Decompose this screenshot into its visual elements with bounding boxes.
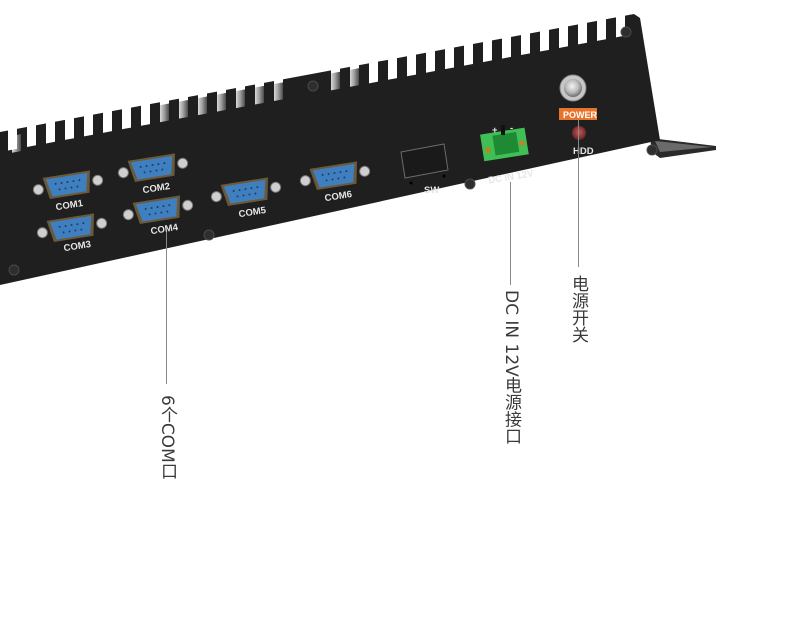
power-badge: POWER <box>559 108 598 120</box>
svg-text:-: - <box>510 123 513 134</box>
hdd-led <box>572 126 586 140</box>
fin-slot <box>426 53 435 73</box>
com-port-5[interactable] <box>210 176 283 209</box>
power-callout-line <box>578 120 579 267</box>
sw-cutout: SW <box>400 143 449 196</box>
fin-slot <box>578 24 587 45</box>
fin-slot <box>160 102 169 123</box>
sw-label: SW <box>424 185 439 196</box>
fin-slot <box>217 91 226 112</box>
com-port-6[interactable] <box>299 160 372 193</box>
fin-slot <box>388 60 397 80</box>
fin-slot <box>8 130 17 151</box>
com-port-1[interactable] <box>32 169 105 202</box>
fin-slot <box>464 45 473 66</box>
fin-slot <box>483 42 492 63</box>
fin-slot <box>521 35 530 56</box>
fin-slot <box>331 70 340 91</box>
com-port-4[interactable] <box>122 194 195 227</box>
fin-slot <box>597 21 606 41</box>
com-port-2[interactable] <box>117 152 190 185</box>
power-button[interactable] <box>559 74 587 102</box>
fin-slot <box>122 109 131 130</box>
com-port-3[interactable] <box>36 212 109 245</box>
fin-slot <box>65 120 74 140</box>
dc-callout-line <box>510 182 511 285</box>
fin-slot <box>255 84 264 105</box>
fin-slot <box>540 31 549 52</box>
fin-slot <box>84 116 93 137</box>
fin-slots <box>8 14 625 151</box>
com-label: COM3 <box>63 239 92 254</box>
fin-slot <box>179 99 188 119</box>
fin-slot <box>502 38 511 59</box>
fin-slot <box>445 49 454 70</box>
fin-slot <box>350 67 359 87</box>
com-label: COM2 <box>142 181 171 196</box>
fin-slot <box>46 123 55 144</box>
dc-in-terminal[interactable]: + - DC IN 12V <box>480 123 535 186</box>
fin-slot <box>274 81 283 102</box>
fin-slot <box>103 113 112 133</box>
fin-slot <box>141 106 150 126</box>
fin-slot <box>559 28 568 48</box>
fin-slot <box>236 88 245 109</box>
fin-slot <box>27 127 36 147</box>
rear-panel <box>0 14 660 285</box>
hdd-label: HDD <box>573 146 594 157</box>
panel-screws <box>8 26 658 276</box>
fin-slot <box>407 56 416 77</box>
fin-slot <box>369 63 378 84</box>
svg-text:POWER: POWER <box>563 110 598 120</box>
com-label: COM4 <box>150 222 180 237</box>
com-callout-line <box>166 232 167 384</box>
fin-slot <box>198 95 207 116</box>
svg-text:+: + <box>492 125 498 136</box>
com-label: COM5 <box>238 205 268 220</box>
com-label: COM1 <box>55 198 85 213</box>
power-callout-text: 电源开关 <box>568 275 588 343</box>
dc-callout-text: DC IN 12V电源接口 <box>501 290 521 445</box>
com-label: COM6 <box>324 189 353 204</box>
com-callout-text: 6个COM口 <box>157 395 177 480</box>
